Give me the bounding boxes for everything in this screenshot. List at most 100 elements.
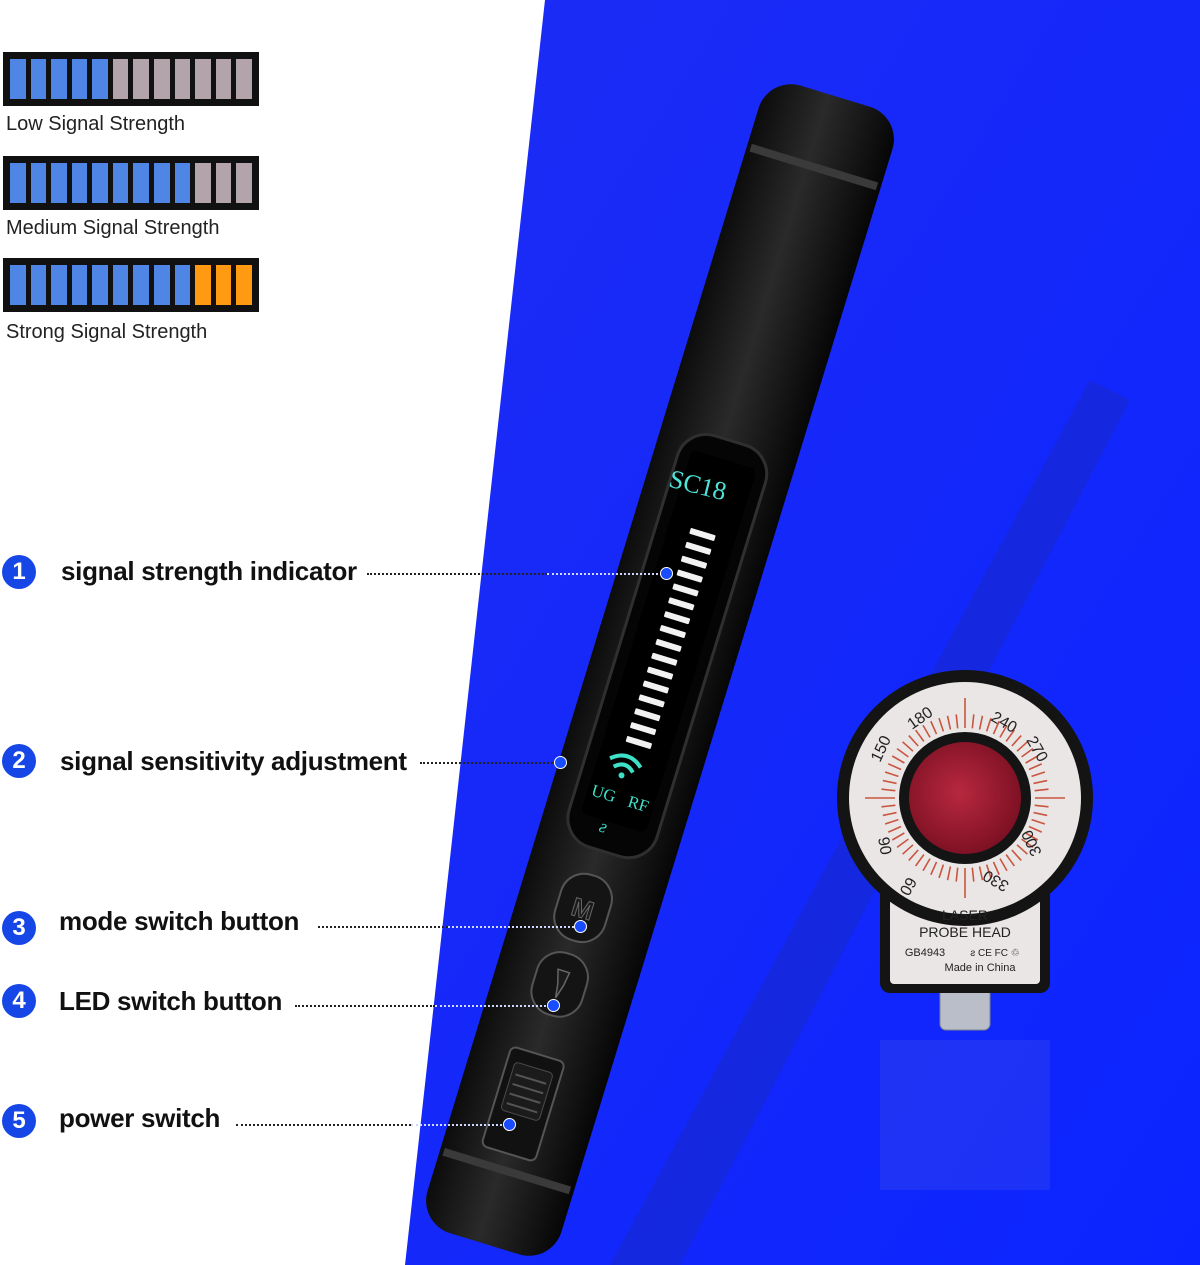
signal-segment <box>174 265 191 305</box>
callout-number-2: 2 <box>2 744 36 778</box>
dial-tick <box>882 811 897 817</box>
dial-tick <box>884 818 899 825</box>
dial-tick <box>938 717 945 732</box>
dial-tick <box>971 714 975 729</box>
indicator-bar <box>659 625 686 638</box>
leader-line-5 <box>236 1124 411 1126</box>
dial-tick <box>884 771 899 778</box>
medium-signal-bar <box>3 156 259 210</box>
callout-number-3: 3 <box>2 911 36 945</box>
indicator-bar <box>680 555 708 569</box>
dial-tick <box>1025 832 1039 841</box>
dial-tick <box>922 858 931 872</box>
probe-laser-text: LASER <box>942 907 988 923</box>
signal-segment <box>112 59 129 99</box>
low-signal-label: Low Signal Strength <box>6 113 186 135</box>
dial-tick <box>955 714 959 729</box>
dial-tick <box>999 724 1008 738</box>
signal-segment <box>215 59 232 99</box>
dial-tick <box>1033 811 1048 817</box>
signal-segment <box>112 265 129 305</box>
leader-line-4 <box>295 1005 435 1007</box>
dial-tick <box>1034 804 1049 808</box>
laser-probe-head: 180 240 270 150 90 300 330 60 LASER PROB… <box>837 670 1093 1031</box>
callout-label-sensitivity: signal sensitivity adjustment <box>60 746 407 776</box>
dial-tick <box>978 715 984 730</box>
indicator-bar <box>647 666 674 680</box>
indicator-bar <box>642 680 669 694</box>
dial-tick <box>908 849 919 861</box>
indicator-bar <box>676 569 703 583</box>
led-switch-button[interactable] <box>525 946 593 1022</box>
dial-tick <box>938 864 945 879</box>
signal-segment <box>30 265 47 305</box>
dial-tick <box>985 717 992 732</box>
medium-signal-label: Medium Signal Strength <box>6 217 220 239</box>
signal-segment <box>195 163 211 203</box>
signal-segment <box>133 163 150 203</box>
indicator-bar <box>638 694 665 708</box>
signal-segment <box>71 59 88 99</box>
dial-tick <box>908 735 919 747</box>
strong-signal-bar <box>3 258 259 312</box>
power-switch[interactable] <box>481 1046 565 1162</box>
signal-segment <box>10 59 26 99</box>
indicator-dot-5 <box>503 1118 516 1131</box>
dial-tick <box>922 724 931 738</box>
signal-segment <box>112 163 129 203</box>
mode-switch-button[interactable]: M <box>548 868 618 948</box>
dial-tick <box>946 866 952 881</box>
dial-tick <box>1034 788 1049 792</box>
low-signal-bar <box>3 52 259 106</box>
indicator-bar <box>672 583 699 597</box>
indicator-dot-3 <box>574 920 587 933</box>
dial-tick <box>887 825 902 833</box>
dial-tick <box>1028 825 1043 833</box>
leader-line-1b <box>547 573 662 575</box>
dial-tick <box>887 763 902 771</box>
dial-tick <box>1028 763 1043 771</box>
dial-tick <box>1031 771 1046 778</box>
signal-segment <box>154 59 170 99</box>
probe-cert-text: GB4943 <box>905 947 945 959</box>
probe-head-text: PROBE HEAD <box>919 924 1011 940</box>
callout-label-mode-switch: mode switch button <box>59 906 300 936</box>
dial-tick <box>1025 755 1039 764</box>
dial-tick <box>946 715 952 730</box>
dial-tick <box>955 867 959 882</box>
dial-tick <box>1005 854 1016 867</box>
signal-segment <box>51 265 67 305</box>
indicator-bar <box>689 528 716 541</box>
dial-tick <box>881 804 896 808</box>
signal-segment <box>174 163 191 203</box>
dial-tick <box>1021 838 1034 849</box>
signal-segment <box>10 265 26 305</box>
callout-number-4: 4 <box>2 984 36 1018</box>
dial-tick <box>914 729 925 742</box>
signal-segment <box>92 59 108 99</box>
indicator-bar <box>625 736 652 749</box>
usb-c-connector <box>939 987 991 1031</box>
indicator-dot-1 <box>660 567 673 580</box>
dial-tick <box>1016 844 1028 855</box>
callout-label-signal-strength: signal strength indicator <box>61 556 357 586</box>
signal-segment <box>236 59 252 99</box>
signal-segment <box>10 163 26 203</box>
callout-number-1: 1 <box>2 555 36 589</box>
indicator-bar <box>651 652 678 666</box>
signal-segment <box>236 265 252 305</box>
flashlight-icon <box>554 968 571 999</box>
dial-tick <box>914 854 925 867</box>
signal-segment <box>51 163 67 203</box>
dial-tick <box>1016 741 1028 752</box>
signal-segment <box>215 163 232 203</box>
signal-segment <box>195 59 211 99</box>
dial-tick <box>930 720 938 735</box>
dial-label-90: 90 <box>874 836 894 857</box>
signal-segment <box>215 265 232 305</box>
signal-segment <box>30 59 47 99</box>
dial-tick <box>1031 818 1046 825</box>
probe-reflection <box>880 1040 1050 1190</box>
callout-label-led-switch: LED switch button <box>59 986 283 1016</box>
